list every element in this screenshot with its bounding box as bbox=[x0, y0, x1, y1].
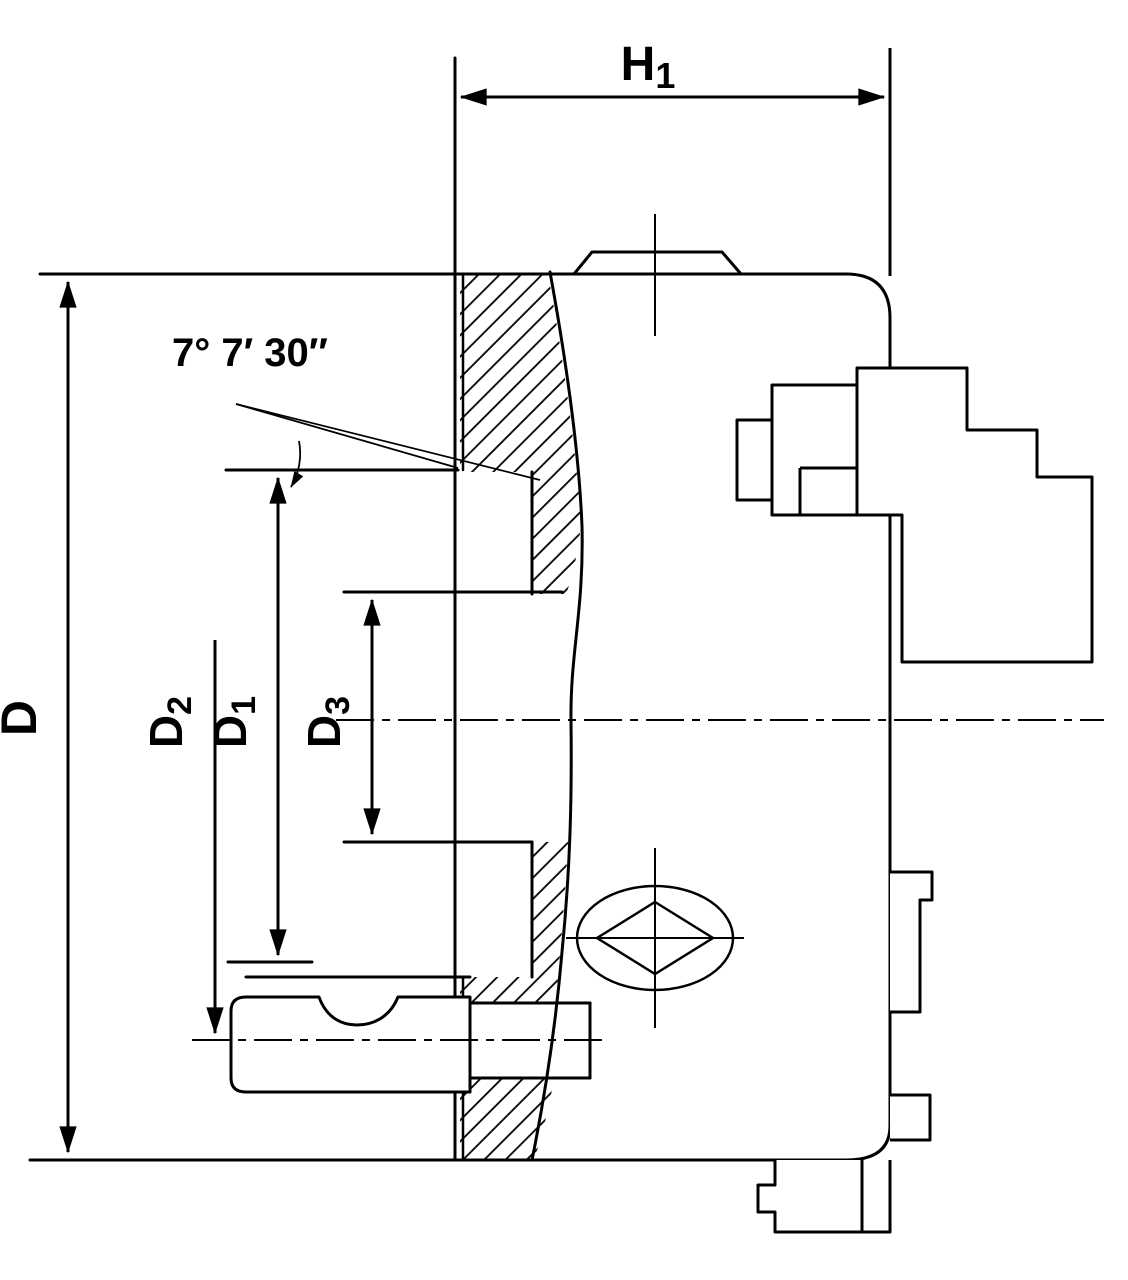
hatch-bottom-region bbox=[460, 1078, 554, 1160]
angle-leader-line-short bbox=[235, 403, 459, 469]
wrench-socket bbox=[229, 995, 472, 1094]
label-h1: H1 bbox=[621, 38, 676, 96]
label-d1: D1 bbox=[204, 696, 263, 748]
angle-arc-arrow bbox=[290, 440, 304, 488]
back-contour-curve bbox=[530, 270, 584, 1162]
label-angle: 7° 7′ 30″ bbox=[172, 331, 328, 375]
right-step-square bbox=[890, 1093, 932, 1142]
right-edge-steps bbox=[890, 870, 934, 1142]
center-lines bbox=[192, 214, 1104, 1041]
jaw-assembly bbox=[735, 366, 1094, 664]
chuck-body-outline bbox=[28, 56, 892, 1162]
dimension-lines bbox=[59, 48, 892, 1154]
jaw-tab bbox=[735, 418, 774, 502]
label-d: D bbox=[0, 700, 47, 736]
hatch-upper-region bbox=[460, 274, 581, 594]
section-hatching bbox=[460, 274, 581, 1160]
wrench-socket-outline bbox=[229, 995, 472, 1094]
dimension-labels: H1 7° 7′ 30″ D D2 D1 D3 bbox=[0, 38, 675, 748]
hatch-lower-mid-region bbox=[460, 842, 568, 1003]
label-d2: D2 bbox=[140, 696, 199, 748]
bottom-jaw bbox=[756, 1160, 892, 1234]
bottom-jaw-outline bbox=[756, 1160, 892, 1234]
jaw-outline bbox=[770, 366, 1094, 664]
right-step-strip bbox=[890, 870, 934, 1014]
label-d3: D3 bbox=[298, 696, 357, 748]
mounting-bolt bbox=[572, 250, 743, 276]
angle-callout bbox=[235, 403, 541, 488]
body-outline bbox=[28, 272, 892, 1162]
angle-leader-line-long bbox=[235, 403, 541, 481]
